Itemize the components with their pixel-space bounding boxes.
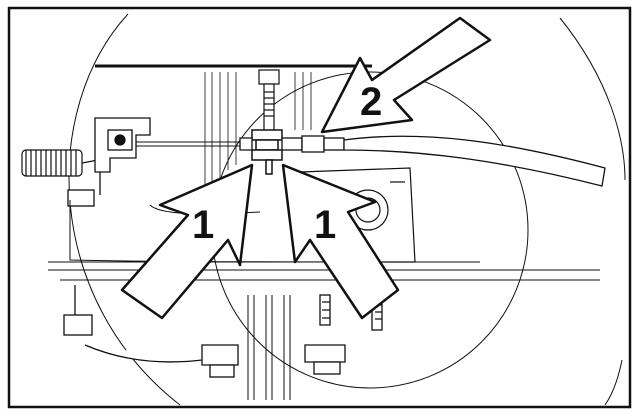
lower-shafts [247,295,291,400]
adjustment-nuts [251,129,283,175]
callout-arrow-1-right: 1 [281,163,400,320]
spring-bracket [67,117,151,207]
callout-label-2: 2 [360,80,382,124]
bowden-cable [343,135,606,187]
top-plate [95,64,372,190]
callout-label-1-left: 1 [192,203,214,247]
tension-spring [21,149,99,177]
callout-label-1-right: 1 [314,203,336,247]
lower-fasteners [63,285,383,378]
threaded-rod [258,69,280,137]
callout-arrow-2: 2 [320,16,492,134]
callout-arrow-1-left: 1 [120,163,254,320]
cable-rod [135,141,252,147]
